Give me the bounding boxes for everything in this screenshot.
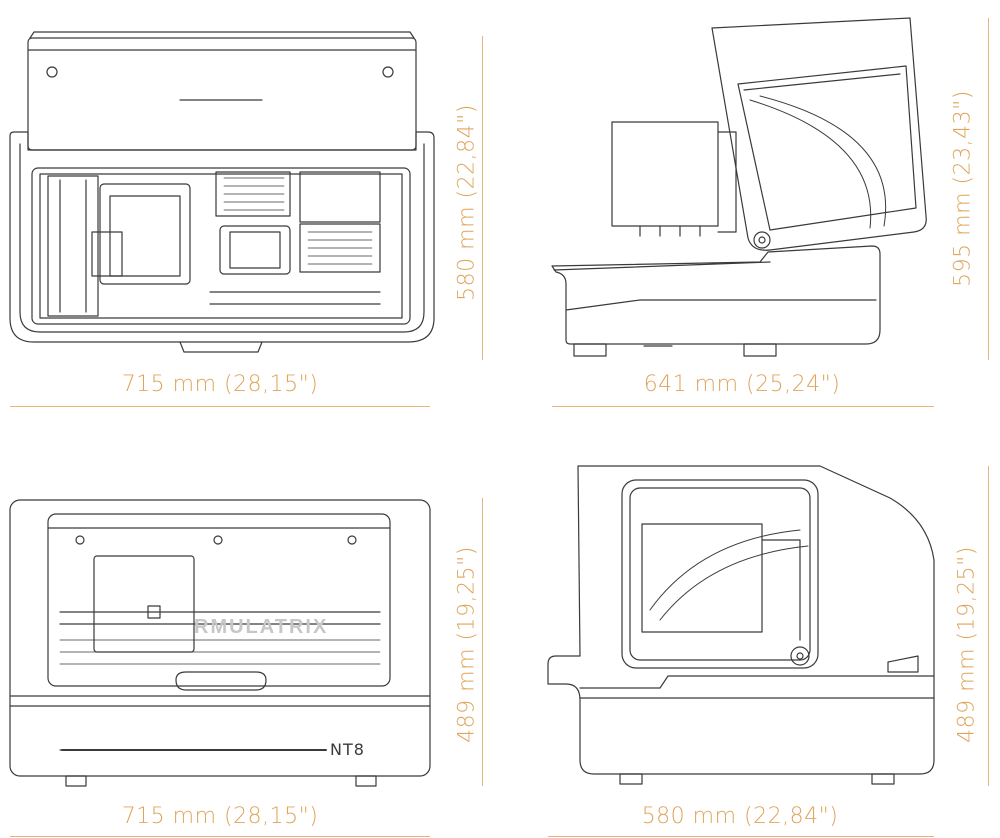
front-view-width-label: 715 mm (28,15") [121, 804, 319, 829]
brand-text: RMULATRIX [194, 616, 329, 638]
side-closed-width-line [548, 836, 934, 837]
side-closed-height-label: 489 mm (19,25") [954, 546, 980, 743]
side-open-width-line [552, 406, 934, 407]
side-open-height-label: 595 mm (23,43") [950, 90, 976, 287]
side-open-height-line [988, 18, 989, 360]
top-view-height-line [482, 36, 483, 360]
top-view-width-line [10, 406, 430, 407]
model-label: NT8 [330, 740, 365, 759]
side-closed-width-label: 580 mm (22,84") [641, 804, 839, 829]
side-closed-drawing [547, 465, 935, 785]
front-view-height-line [482, 498, 483, 786]
top-view-drawing [9, 31, 435, 353]
front-view-width-line [10, 836, 430, 837]
side-open-width-label: 641 mm (25,24") [643, 372, 841, 397]
side-open-drawing [551, 17, 927, 357]
front-view-height-label: 489 mm (19,25") [454, 546, 480, 743]
top-view-width-label: 715 mm (28,15") [121, 372, 319, 397]
top-view-height-label: 580 mm (22,84") [454, 104, 480, 301]
front-view-drawing [9, 499, 431, 787]
side-closed-height-line [988, 466, 989, 786]
